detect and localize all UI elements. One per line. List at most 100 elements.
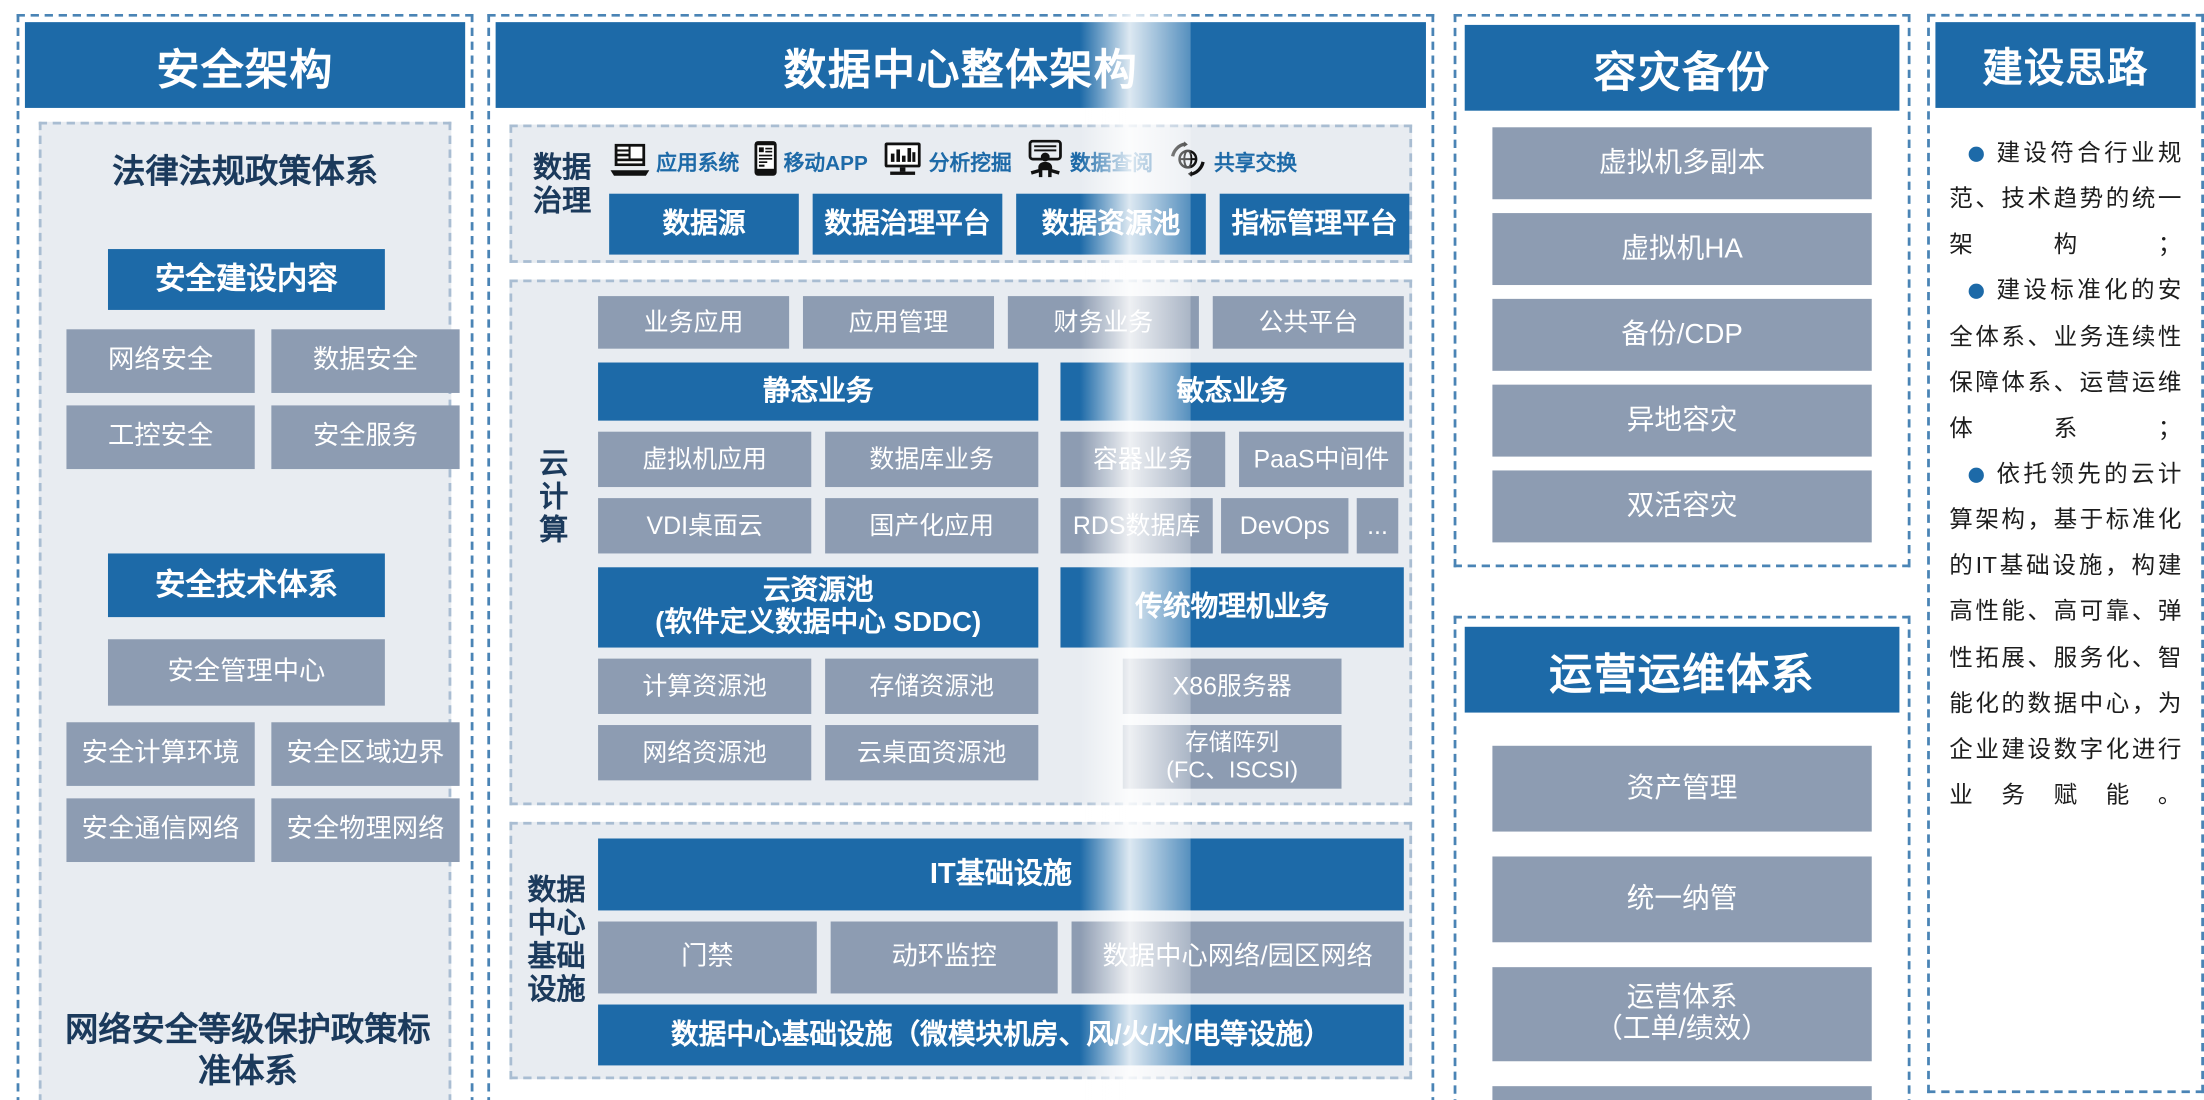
- idea-item-2: 建设标准化的安全体系、业务连续性保障体系、运营运维体系；: [1949, 268, 2182, 451]
- static-business-header: 静态业务: [598, 362, 1039, 421]
- security-item-physical-network[interactable]: 安全物理网络: [271, 798, 460, 863]
- ops-item-asset-management[interactable]: 资产管理: [1492, 745, 1872, 832]
- ops-item-operation-system[interactable]: 运营体系 （工单/绩效）: [1492, 967, 1872, 1062]
- data-governance-section: 数据 治理 应用系统 移动APP: [509, 124, 1413, 263]
- infra-label-line2: 中心: [527, 907, 586, 940]
- agile-item-paas[interactable]: PaaS中间件: [1239, 431, 1404, 488]
- cloud-resource-pool-line2: (软件定义数据中心 SDDC): [655, 607, 982, 638]
- data-governance-boxes: 数据源 数据治理平台 数据资源池 指标管理平台: [609, 193, 1410, 255]
- security-item-network[interactable]: 网络安全: [66, 329, 255, 393]
- agile-item-more[interactable]: ...: [1356, 498, 1399, 554]
- pool-item-storage[interactable]: 存储资源池: [825, 658, 1039, 714]
- cloud-computing-section: 云 计 算 业务应用 应用管理 财务业务 公共平台 静态业务 虚拟机应用 数: [509, 279, 1413, 806]
- cloud-label-char-3: 算: [539, 515, 572, 547]
- security-item-comm-network[interactable]: 安全通信网络: [66, 798, 255, 863]
- pool-item-vdi[interactable]: 云桌面资源池: [825, 725, 1039, 781]
- infra-bottom-bar: 数据中心基础设施（微模块机房、风/火/水/电等设施）: [598, 1004, 1404, 1066]
- icon-label-application-system: 应用系统: [656, 151, 740, 176]
- agile-item-devops[interactable]: DevOps: [1221, 498, 1349, 554]
- data-governance-label-line1: 数据: [533, 152, 592, 185]
- dr-item-active-active[interactable]: 双活容灾: [1492, 470, 1872, 543]
- datacenter-panel-title: 数据中心整体架构: [495, 22, 1426, 108]
- security-item-compute-env[interactable]: 安全计算环境: [66, 722, 255, 786]
- ideas-panel-title: 建设思路: [1935, 22, 2196, 108]
- ops-item-operation-system-line1: 运营体系: [1626, 982, 1738, 1013]
- security-item-data[interactable]: 数据安全: [271, 329, 460, 393]
- ops-item-operation-system-line2: （工单/绩效）: [1595, 1014, 1769, 1045]
- static-item-localized-app[interactable]: 国产化应用: [825, 498, 1039, 554]
- gov-box-governance-platform[interactable]: 数据治理平台: [812, 193, 1003, 255]
- bullet-dot-icon: [1968, 146, 1984, 162]
- storage-array-line2: (FC、ISCSI): [1166, 756, 1299, 784]
- security-management-center[interactable]: 安全管理中心: [107, 639, 385, 706]
- infra-item-dc-network[interactable]: 数据中心网络/园区网络: [1071, 921, 1404, 994]
- disaster-recovery-title: 容灾备份: [1464, 24, 1900, 111]
- agile-business-column: 敏态业务 容器业务 PaaS中间件 RDS数据库 DevOps ... 传统物理…: [1060, 362, 1404, 789]
- cloud-resource-pool-line1: 云资源池: [762, 575, 874, 607]
- security-item-zone-boundary[interactable]: 安全区域边界: [271, 722, 460, 786]
- physical-business-header: 传统物理机业务: [1060, 567, 1404, 648]
- security-architecture-panel: 安全架构 法律法规政策体系 安全建设内容 网络安全 数据安全 工控安全 安全服务…: [16, 13, 474, 1100]
- cloud-top-business-app[interactable]: 业务应用: [598, 296, 790, 349]
- agile-item-rds[interactable]: RDS数据库: [1060, 498, 1213, 554]
- static-item-vdi-cloud[interactable]: VDI桌面云: [598, 498, 812, 554]
- cloud-top-row: 业务应用 应用管理 财务业务 公共平台: [598, 296, 1404, 349]
- bullet-dot-icon: [1968, 284, 1984, 300]
- cloud-top-finance-business[interactable]: 财务业务: [1007, 296, 1199, 349]
- icon-label-mobile-app: 移动APP: [783, 151, 868, 176]
- security-panel-title: 安全架构: [24, 22, 466, 108]
- dr-item-vm-multicopy[interactable]: 虚拟机多副本: [1492, 127, 1872, 200]
- static-business-column: 静态业务 虚拟机应用 数据库业务 VDI桌面云 国产化应用 云资源池 (软件定义…: [598, 362, 1039, 789]
- disaster-recovery-panel: 容灾备份 虚拟机多副本 虚拟机HA 备份/CDP 异地容灾 双活容灾: [1453, 13, 1911, 568]
- icon-item-share-exchange: 共享交换: [1167, 139, 1297, 185]
- icon-label-share-exchange: 共享交换: [1213, 151, 1298, 176]
- laptop-icon: [609, 140, 651, 183]
- security-item-industrial[interactable]: 工控安全: [66, 405, 255, 470]
- infra-label-line4: 设施: [527, 974, 586, 1007]
- classified-protection-title: 网络安全等级保护政策标准体系: [65, 1011, 431, 1091]
- gov-box-data-source[interactable]: 数据源: [609, 193, 799, 255]
- infra-item-env-monitor[interactable]: 动环监控: [830, 921, 1058, 994]
- pool-item-network[interactable]: 网络资源池: [598, 725, 812, 781]
- bullet-dot-icon: [1968, 467, 1984, 483]
- icon-item-data-query: 数据查阅: [1026, 139, 1153, 185]
- agile-row-2: RDS数据库 DevOps ...: [1060, 498, 1403, 554]
- idea-item-2-text: 建设标准化的安全体系、业务连续性保障体系、运营运维体系；: [1949, 277, 2182, 442]
- monitor-chart-icon: [882, 140, 924, 183]
- dr-item-vm-ha[interactable]: 虚拟机HA: [1492, 213, 1872, 286]
- physical-item-x86-server[interactable]: X86服务器: [1122, 658, 1342, 714]
- gov-box-metric-platform[interactable]: 指标管理平台: [1219, 193, 1410, 255]
- pool-row-1: 计算资源池 存储资源池: [598, 658, 1039, 714]
- datacenter-infrastructure-section: 数据 中心 基础 设施 IT基础设施 门禁 动环监控 数据中心网络/园区网络 数…: [509, 821, 1413, 1080]
- cloud-top-app-management[interactable]: 应用管理: [802, 296, 995, 349]
- cloud-top-public-platform[interactable]: 公共平台: [1212, 296, 1404, 349]
- pool-item-compute[interactable]: 计算资源池: [598, 658, 812, 714]
- pool-row-2: 网络资源池 云桌面资源池: [598, 725, 1039, 781]
- cloud-computing-content: 业务应用 应用管理 财务业务 公共平台 静态业务 虚拟机应用 数据库业务 VDI…: [598, 296, 1404, 791]
- security-item-service[interactable]: 安全服务: [271, 405, 460, 470]
- data-governance-icon-row: 应用系统 移动APP 分析挖掘: [609, 136, 1406, 189]
- icon-item-mobile-app: 移动APP: [753, 140, 868, 184]
- gov-box-resource-pool[interactable]: 数据资源池: [1016, 193, 1206, 255]
- idea-item-3-text: 依托领先的云计算架构，基于标准化的IT基础设施，构建高性能、高可靠、弹性拓展、服…: [1949, 460, 2182, 809]
- agile-item-container[interactable]: 容器业务: [1060, 431, 1226, 488]
- construction-ideas-panel: 建设思路 建设符合行业规范、技术趋势的统一架构； 建设标准化的安全体系、业务连续…: [1927, 13, 2204, 1094]
- dr-item-backup-cdp[interactable]: 备份/CDP: [1492, 298, 1872, 371]
- datacenter-architecture-panel: 数据中心整体架构 数据 治理 应用系统 移动APP: [487, 13, 1435, 1100]
- mobile-phone-icon: [753, 140, 778, 184]
- datacenter-panel-border: [487, 13, 1435, 1100]
- datacenter-infra-label: 数据 中心 基础 设施: [521, 874, 593, 1008]
- cloud-label-char-1: 云: [539, 448, 572, 481]
- physical-item-storage-array[interactable]: 存储阵列 (FC、ISCSI): [1122, 725, 1342, 789]
- static-item-db-business[interactable]: 数据库业务: [825, 431, 1039, 488]
- ops-item-unified-management[interactable]: 统一纳管: [1492, 856, 1872, 943]
- idea-item-1-text: 建设符合行业规范、技术趋势的统一架构；: [1949, 139, 2182, 258]
- dr-item-remote-dr[interactable]: 异地容灾: [1492, 384, 1872, 457]
- ops-item-aiops[interactable]: 智能运维 （AIOps）: [1492, 1086, 1872, 1100]
- static-item-vm-app[interactable]: 虚拟机应用: [598, 431, 812, 488]
- data-governance-label: 数据 治理: [523, 152, 601, 219]
- infra-item-access-control[interactable]: 门禁: [598, 921, 817, 994]
- cloud-split-row: 静态业务 虚拟机应用 数据库业务 VDI桌面云 国产化应用 云资源池 (软件定义…: [598, 362, 1404, 789]
- datacenter-infra-content: IT基础设施 门禁 动环监控 数据中心网络/园区网络 数据中心基础设施（微模块机…: [598, 838, 1404, 1068]
